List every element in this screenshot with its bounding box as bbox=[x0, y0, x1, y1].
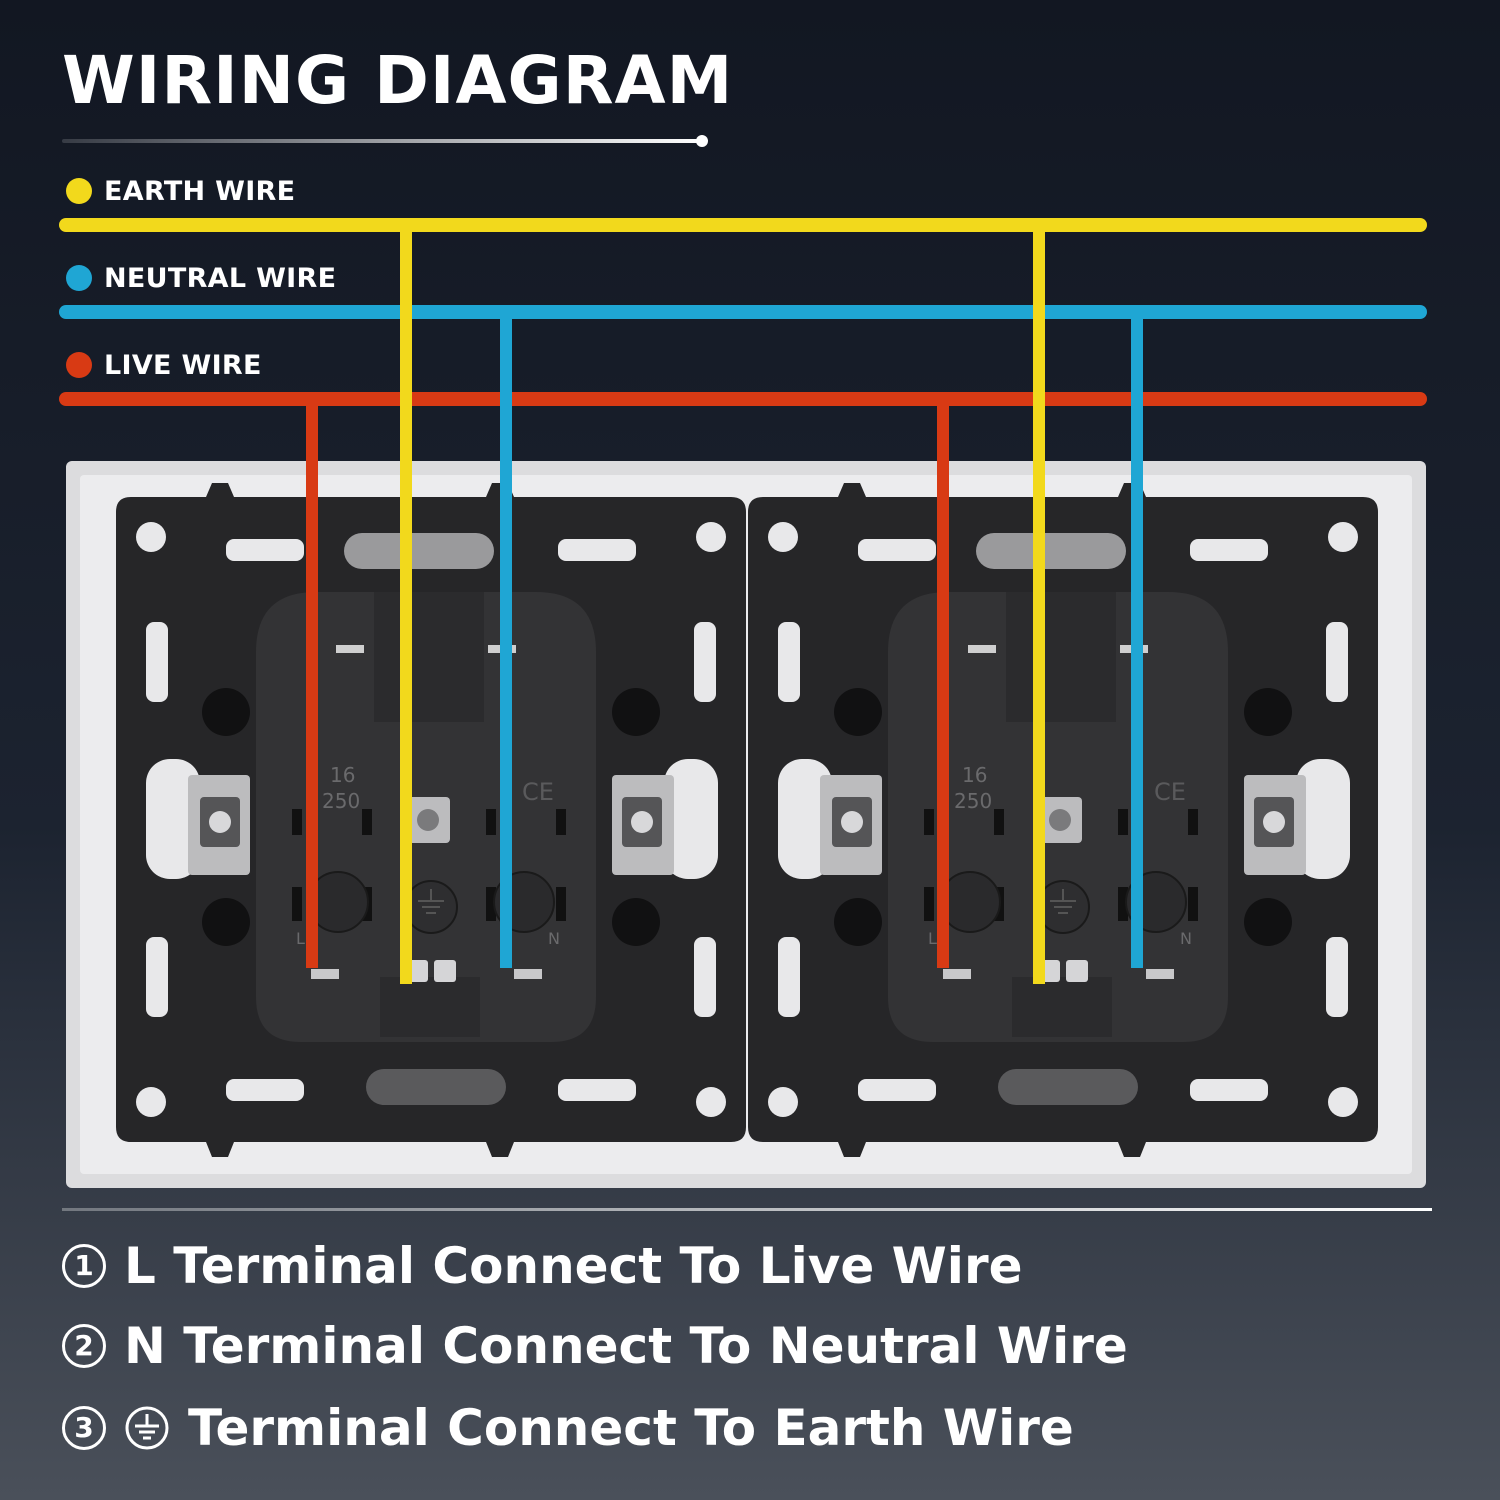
earth-ground-icon bbox=[125, 1406, 169, 1450]
instruction-1-text: L Terminal Connect To Live Wire bbox=[124, 1237, 1023, 1295]
instruction-3: 3 Terminal Connect To Earth Wire bbox=[62, 1398, 1074, 1458]
instruction-2: 2 N Terminal Connect To Neutral Wire bbox=[62, 1316, 1128, 1376]
ce-mark-left: CE bbox=[522, 778, 554, 806]
instruction-2-text: N Terminal Connect To Neutral Wire bbox=[124, 1317, 1128, 1375]
earth-color-dot bbox=[66, 178, 92, 204]
terminal-label-l-left: L bbox=[296, 929, 305, 948]
section-divider bbox=[62, 1208, 1432, 1211]
terminal-label-l-right: L bbox=[928, 929, 937, 948]
instruction-1: 1 L Terminal Connect To Live Wire bbox=[62, 1236, 1023, 1296]
rating-volts-right: 250 bbox=[954, 789, 992, 813]
socket-module-right bbox=[747, 482, 1379, 1158]
legend-live: LIVE WIRE bbox=[66, 349, 262, 381]
title-underline bbox=[62, 139, 704, 143]
step-number-3: 3 bbox=[62, 1406, 106, 1450]
rating-amps-left: 16 bbox=[330, 763, 355, 787]
legend-earth-label: EARTH WIRE bbox=[104, 175, 296, 207]
rating-amps-right: 16 bbox=[962, 763, 987, 787]
legend-neutral-label: NEUTRAL WIRE bbox=[104, 262, 337, 294]
live-color-dot bbox=[66, 352, 92, 378]
page-title: WIRING DIAGRAM bbox=[62, 42, 734, 119]
neutral-color-dot bbox=[66, 265, 92, 291]
rating-volts-left: 250 bbox=[322, 789, 360, 813]
ce-mark-right: CE bbox=[1154, 778, 1186, 806]
step-number-1: 1 bbox=[62, 1244, 106, 1288]
title-underline-dot bbox=[696, 135, 708, 147]
legend-live-label: LIVE WIRE bbox=[104, 349, 262, 381]
socket-module-left bbox=[115, 482, 747, 1158]
legend-neutral: NEUTRAL WIRE bbox=[66, 262, 337, 294]
terminal-label-n-left: N bbox=[548, 929, 560, 948]
terminal-label-n-right: N bbox=[1180, 929, 1192, 948]
legend-earth: EARTH WIRE bbox=[66, 175, 296, 207]
instruction-3-text: Terminal Connect To Earth Wire bbox=[188, 1399, 1074, 1457]
step-number-2: 2 bbox=[62, 1324, 106, 1368]
